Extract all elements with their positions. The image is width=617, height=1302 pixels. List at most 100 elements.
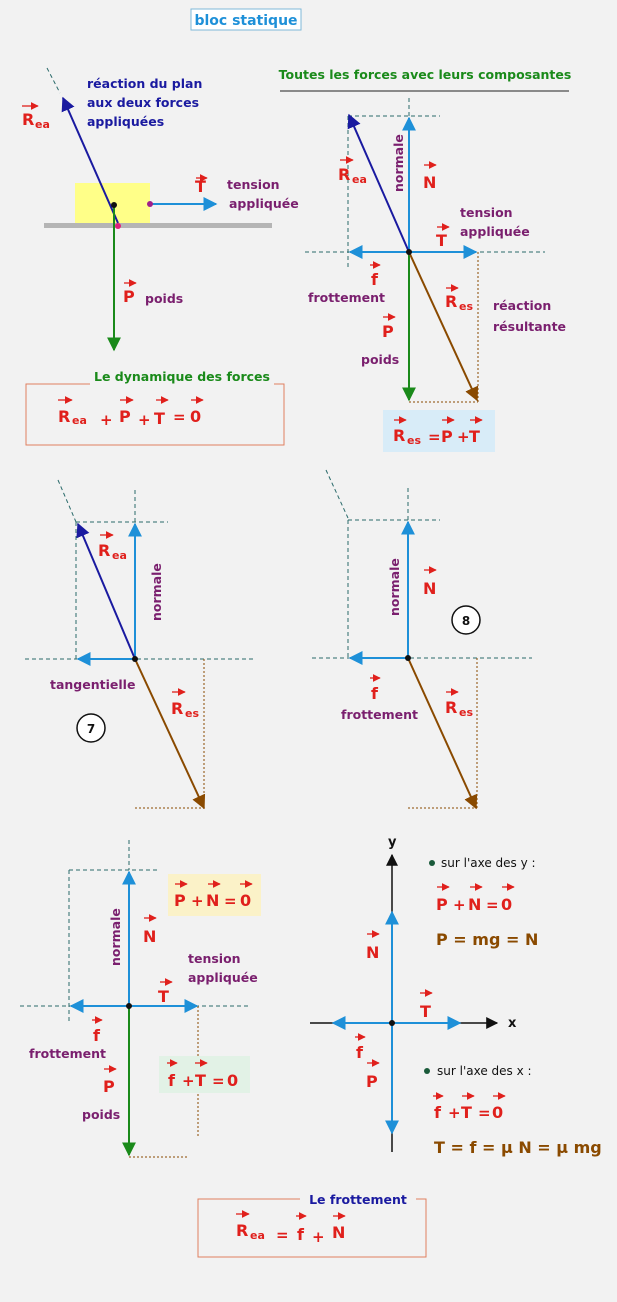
bullet (424, 1068, 430, 1074)
normale-label: normale (108, 908, 123, 966)
label-n: N (423, 173, 436, 192)
label-ea: ea (352, 173, 367, 186)
xeq-zero: 0 (492, 1103, 503, 1122)
frottement-title-bg (300, 1191, 416, 1208)
panel-8: normale N 8 f frottement R es (312, 469, 532, 810)
axis-y-title: sur l'axe des y : (441, 856, 536, 870)
eq-equals: = (173, 408, 186, 426)
ft-t: T (195, 1071, 206, 1090)
eq-plus-1: + (100, 411, 113, 429)
res-t: T (469, 427, 480, 446)
circle-8-label: 8 (462, 614, 470, 628)
xeq-equals: = (478, 1104, 491, 1122)
circle-7-label: 7 (87, 722, 95, 736)
reaction-label: réaction (493, 298, 551, 313)
normale-label: normale (391, 134, 406, 192)
center-dot (132, 656, 138, 662)
y-axis-label: y (388, 835, 397, 850)
yeq-plus: + (453, 896, 466, 914)
axis-x-title: sur l'axe des x : (437, 1064, 532, 1078)
dash-ext (325, 469, 349, 519)
fr-f: f (297, 1225, 305, 1244)
appliquee-label: appliquée (188, 970, 258, 985)
ft-equals: = (212, 1072, 225, 1090)
panel-7: R ea normale tangentielle R es 7 (25, 479, 255, 810)
ft-zero: 0 (227, 1071, 238, 1090)
tension-label: tension (227, 177, 280, 192)
appliquee-label: appliquée (460, 224, 530, 239)
x-axis-label: x (508, 1016, 517, 1031)
frottement-box: Le frottement R ea = f + N (197, 1191, 427, 1258)
label-es: es (459, 706, 473, 719)
label-f: f (356, 1043, 364, 1062)
eq-ea: ea (72, 414, 87, 427)
fr-plus: + (312, 1228, 325, 1246)
label-t: T (436, 231, 447, 250)
label-r-es: R (445, 292, 457, 311)
label-es: es (185, 707, 199, 720)
pn-plus: + (191, 892, 204, 910)
yeq-zero: 0 (501, 895, 512, 914)
dynamique-title-bg (90, 368, 274, 386)
center-dot (389, 1020, 395, 1026)
label-f: f (371, 270, 379, 289)
yeq-n: N (468, 895, 481, 914)
label-es: es (459, 300, 473, 313)
reaction-label-2: aux deux forces (87, 95, 199, 110)
label-p: P (382, 322, 394, 341)
xeq-plus: + (448, 1104, 461, 1122)
yeq-equals: = (486, 896, 499, 914)
xeq-f: f (434, 1103, 442, 1122)
all-forces-title: Toutes les forces avec leurs composantes (279, 67, 572, 82)
fr-equals: = (276, 1226, 289, 1244)
contact-point (115, 223, 121, 229)
panel-block: réaction du plan aux deux forces appliqu… (22, 67, 299, 352)
rea-dash-extension (46, 67, 61, 94)
res-plus: + (457, 428, 470, 446)
fr-r: R (236, 1221, 248, 1240)
fr-n: N (332, 1223, 345, 1242)
label-n: N (423, 579, 436, 598)
bullet (429, 860, 435, 866)
fr-ea: ea (250, 1229, 265, 1242)
panel-all-forces: Toutes les forces avec leurs composantes… (279, 67, 572, 452)
tension-point (147, 201, 153, 207)
eq-t: T (154, 409, 165, 428)
label-p: P (123, 287, 135, 306)
label-t: T (195, 177, 206, 196)
pn-p: P (174, 891, 186, 910)
circle-8 (451, 605, 481, 635)
poids-label: poids (82, 1107, 120, 1122)
poids-label: poids (361, 352, 399, 367)
center-dot (405, 655, 411, 661)
tangentielle-label: tangentielle (50, 677, 135, 692)
label-ea: ea (112, 549, 127, 562)
eq-p: P (119, 407, 131, 426)
center-dot (126, 1003, 132, 1009)
arrow-rea (61, 96, 119, 224)
label-r: R (98, 541, 110, 560)
poids-label: poids (145, 291, 183, 306)
res-r: R (393, 426, 405, 445)
panel-axes: x y N T f P sur l'axe des y : P + N = 0 … (310, 835, 602, 1157)
frottement-label: frottement (308, 290, 385, 305)
eq-r: R (58, 407, 70, 426)
pn-zero: 0 (240, 891, 251, 910)
t-f-mu: T = f = μ N = μ mg (434, 1138, 602, 1157)
arrow-res (134, 658, 206, 810)
yeq-p: P (436, 895, 448, 914)
label-p: P (366, 1072, 378, 1091)
label-r-es: R (171, 699, 183, 718)
eq-plus-2: + (138, 411, 151, 429)
center-dot (111, 202, 117, 208)
ft-plus: + (182, 1072, 195, 1090)
title-box (190, 8, 302, 31)
label-t: T (158, 987, 169, 1006)
circle-7 (76, 713, 106, 743)
frottement-label: frottement (29, 1046, 106, 1061)
frottement-label: frottement (341, 707, 418, 722)
arrow-rea (347, 113, 410, 253)
panel-components: normale N tension appliquée T f frotteme… (20, 840, 261, 1158)
eq-zero: 0 (190, 407, 201, 426)
